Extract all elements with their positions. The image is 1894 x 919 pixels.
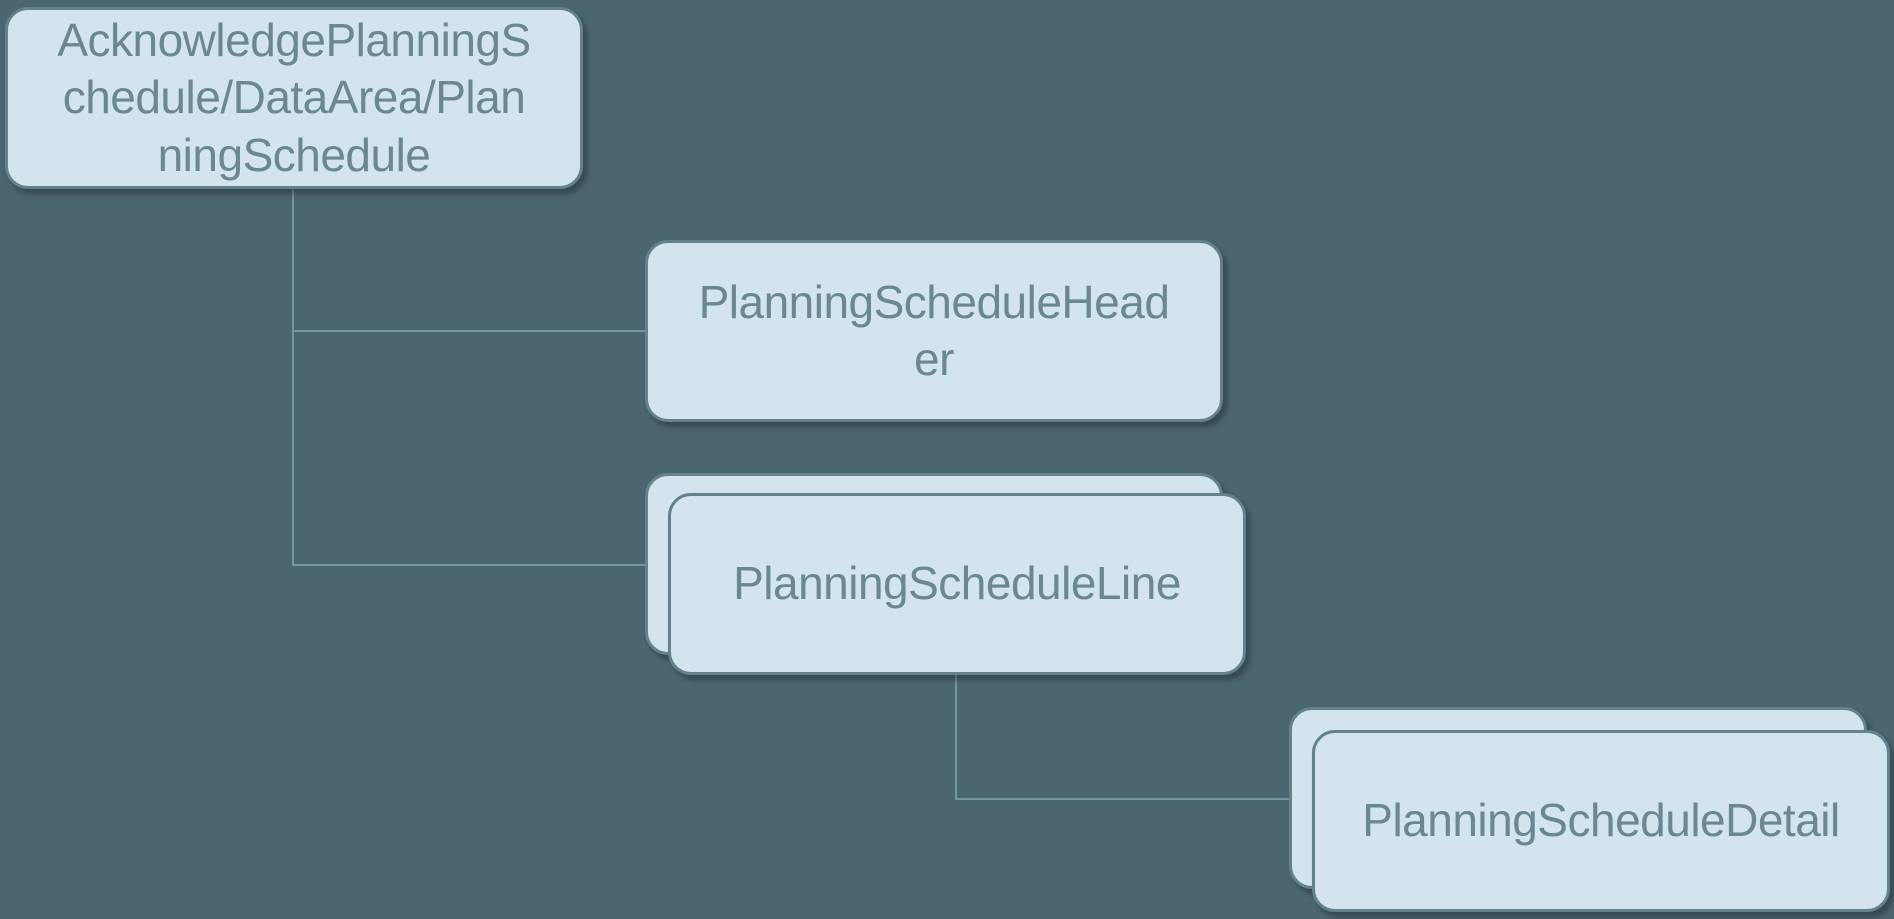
node-acknowledge-planning-schedule-label: AcknowledgePlanningS chedule/DataArea/Pl… bbox=[57, 14, 531, 181]
connector-to-line bbox=[292, 564, 648, 566]
node-planning-schedule-detail-label: PlanningScheduleDetail bbox=[1362, 794, 1840, 847]
connector-to-header bbox=[292, 330, 648, 332]
node-planning-schedule-header: PlanningScheduleHead er bbox=[645, 240, 1223, 422]
connector-root-vertical bbox=[292, 189, 294, 566]
node-planning-schedule-detail: PlanningScheduleDetail bbox=[1312, 730, 1890, 912]
connector-line-vertical bbox=[955, 675, 957, 800]
node-planning-schedule-line: PlanningScheduleLine bbox=[668, 493, 1246, 675]
node-planning-schedule-header-label: PlanningScheduleHead er bbox=[698, 275, 1170, 385]
node-planning-schedule-line-label: PlanningScheduleLine bbox=[733, 557, 1181, 610]
connector-to-detail bbox=[955, 798, 1292, 800]
node-acknowledge-planning-schedule: AcknowledgePlanningS chedule/DataArea/Pl… bbox=[5, 7, 583, 189]
